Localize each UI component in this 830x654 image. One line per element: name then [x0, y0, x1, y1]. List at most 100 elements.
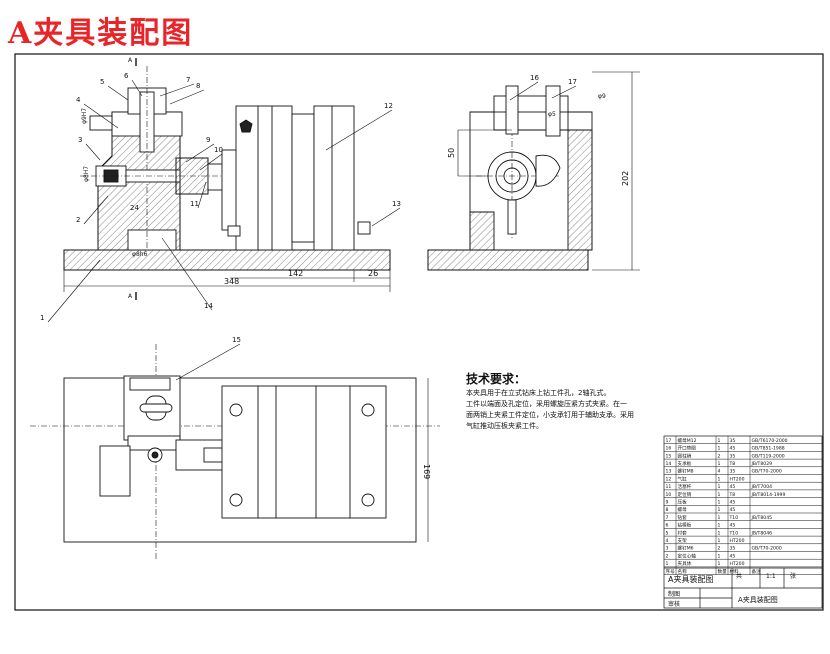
parts-list-cell-mat: 35 — [730, 453, 736, 459]
parts-list-cell-std: GB/T70-2000 — [752, 546, 782, 552]
parts-list-cell-name: 支架 — [678, 537, 688, 544]
parts-list-cell-qty: 1 — [718, 530, 721, 536]
callout-leader — [509, 81, 539, 101]
callout-leader — [47, 259, 101, 323]
callout-label: 15 — [232, 336, 241, 344]
parts-list-cell-qty: 1 — [718, 446, 721, 452]
title-block-name: A夹具装配图 — [668, 574, 713, 584]
parts-list-cell-name: 螺钉M8 — [678, 468, 694, 475]
parts-list-cell-name: 衬套 — [678, 529, 688, 536]
callout-label: 6 — [124, 72, 129, 80]
drawing-border — [14, 53, 824, 611]
callout-label: 14 — [204, 302, 213, 310]
parts-list-cell-qty: 2 — [718, 453, 721, 459]
dim-50: 50 — [447, 148, 456, 158]
parts-list-cell-name: 螺钉M6 — [678, 545, 694, 552]
parts-list-cell-mat: HT200 — [730, 476, 745, 482]
dim-phi5: φ5 — [548, 111, 556, 118]
parts-list-cell-qty: 1 — [718, 561, 721, 567]
callout-leader — [371, 207, 401, 227]
callout-label: 10 — [214, 146, 223, 154]
parts-list-cell-qty: 2 — [718, 546, 721, 552]
parts-list-cell-std: JB/T8046 — [751, 530, 773, 536]
parts-list-cell-no: 1 — [666, 561, 669, 567]
parts-list-cell-std: JB/T8045 — [751, 515, 773, 521]
callout-leader — [551, 85, 577, 99]
parts-list-cell-mat: 35 — [730, 438, 736, 444]
parts-list-cell-no: 4 — [666, 538, 669, 544]
parts-list-cell-std: 备注 — [752, 568, 762, 575]
parts-list-cell-no: 9 — [666, 500, 669, 506]
technical-requirements-title: 技术要求： — [466, 372, 527, 386]
dim-phi9: φ9 — [598, 93, 606, 100]
dim-24: 24 — [130, 204, 139, 212]
parts-list-cell-name: 定位销 — [678, 491, 692, 498]
parts-list-cell-qty: 1 — [718, 461, 721, 467]
technical-requirement-line: 气缸推动压板夹紧工件。 — [466, 422, 543, 430]
parts-list-cell-name: 压板 — [678, 499, 688, 506]
callout-leader — [185, 143, 215, 163]
callout-leader — [159, 83, 195, 97]
parts-list-cell-name: 活塞杆 — [678, 483, 692, 490]
parts-list-cell-qty: 1 — [718, 492, 721, 498]
title-block-drawer: 制图 — [668, 590, 680, 598]
parts-list-cell-qty: 1 — [718, 515, 721, 521]
parts-list-cell-std: GB/T119-2000 — [752, 453, 785, 459]
parts-list-cell-no: 17 — [666, 438, 672, 444]
parts-list-cell-no: 15 — [666, 453, 672, 459]
parts-list-cell-std: JB/T8029 — [751, 461, 773, 467]
parts-list-cell-mat: 45 — [730, 484, 736, 490]
drawing-title: A夹具装配图 — [8, 16, 194, 51]
callout-label: 3 — [78, 136, 82, 144]
parts-list-cell-no: 序号 — [666, 568, 676, 575]
callout-leader — [83, 195, 109, 225]
callout-label: 13 — [392, 200, 401, 208]
callout-leader — [175, 343, 241, 381]
dim-202: 202 — [621, 171, 630, 186]
parts-list-cell-no: 2 — [666, 553, 669, 559]
technical-requirements: 技术要求： 本夹具用于在立式钻床上钻工件孔，2轴孔式。 工件以端面及孔定位，采用… — [466, 372, 646, 432]
technical-requirement-line: 工件以端面及孔定位，采用螺旋压紧方式夹紧。在一 — [466, 400, 627, 408]
callout-label: 9 — [206, 136, 210, 144]
title-block-checker: 审核 — [668, 600, 680, 608]
dim-142: 142 — [288, 269, 303, 278]
technical-requirement-line: 本夹具用于在立式钻床上钻工件孔，2轴孔式。 — [466, 389, 611, 397]
parts-list-cell-qty: 1 — [718, 484, 721, 490]
dim-169: 169 — [422, 464, 431, 479]
parts-list-cell-no: 16 — [666, 446, 672, 452]
parts-list-cell-no: 6 — [666, 523, 669, 529]
parts-list-cell-qty: 数量 — [718, 568, 728, 575]
callout-leader — [169, 89, 205, 105]
dim-26: 26 — [368, 269, 378, 278]
parts-list-cell-mat: 35 — [730, 469, 736, 475]
callout-label: 1 — [40, 314, 44, 322]
technical-requirement-line: 面两销上夹紧工件定位，小支承钉用于辅助支承。采用 — [466, 411, 634, 419]
callout-label: 2 — [76, 216, 80, 224]
callout-label: 11 — [190, 200, 199, 208]
parts-list-cell-mat: 45 — [730, 446, 736, 452]
callout-leader — [131, 79, 143, 97]
parts-list-cell-std: GB/T6170-2000 — [752, 438, 788, 444]
side-view — [427, 71, 640, 271]
title-block-sheet: 共 — [736, 572, 742, 580]
parts-list-cell-qty: 1 — [718, 476, 721, 482]
dim-348: 348 — [224, 277, 239, 286]
parts-list-cell-mat: T10 — [729, 515, 739, 521]
callout-label: 7 — [186, 76, 190, 84]
callout-label: 17 — [568, 78, 577, 86]
parts-list-cell-no: 7 — [666, 515, 669, 521]
callout-label: 8 — [196, 82, 200, 90]
parts-list-cell-mat: T8 — [729, 461, 736, 467]
title-block — [663, 435, 823, 609]
parts-list-cell-name: 夹具体 — [678, 560, 692, 567]
parts-list-cell-mat: 35 — [730, 546, 736, 552]
dim-phi9h7: φ9H7 — [81, 108, 88, 124]
callout-label: 4 — [76, 96, 81, 104]
parts-list-cell-mat: 材料 — [730, 568, 740, 575]
parts-list-cell-qty: 1 — [718, 438, 721, 444]
parts-list-cell-mat: T8 — [729, 492, 736, 498]
parts-list-cell-mat: HT200 — [730, 538, 745, 544]
parts-list-cell-name: 定位心轴 — [678, 552, 697, 559]
